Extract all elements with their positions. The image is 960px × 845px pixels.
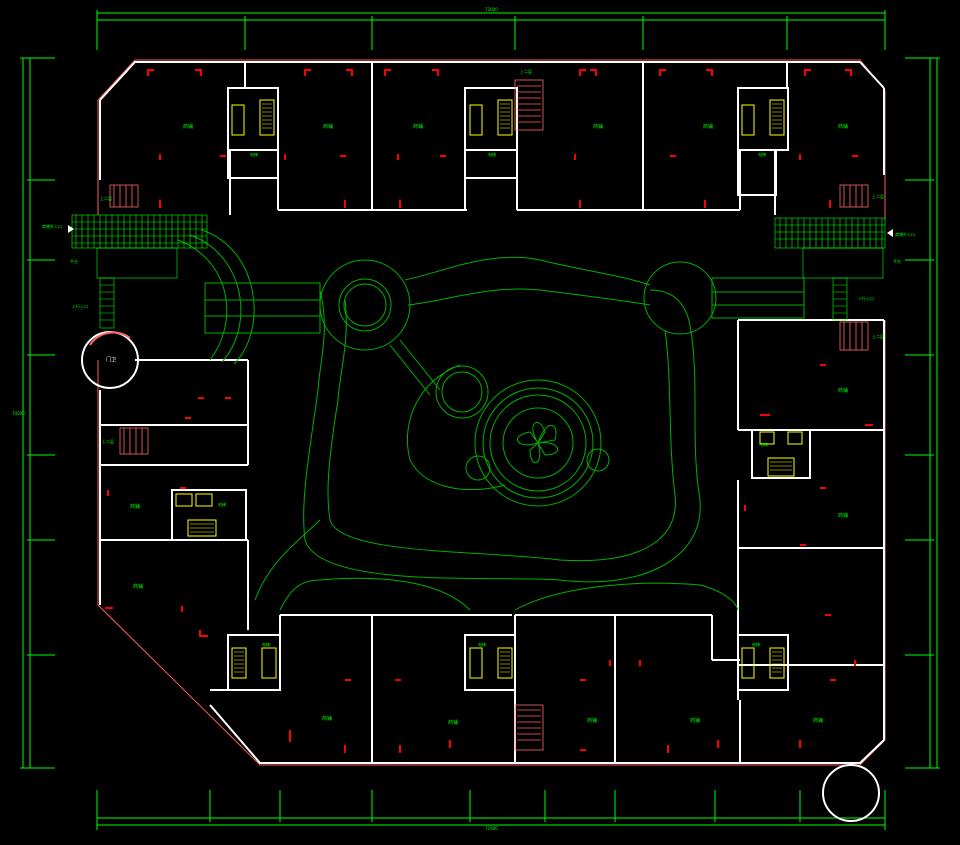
stair-cores: [175, 99, 803, 679]
shop-label-5: 商铺: [703, 123, 713, 130]
elevator-label-4: 电梯: [218, 501, 226, 507]
stair-up-label-left: 上二层: [100, 195, 112, 201]
shop-label-3: 商铺: [413, 123, 423, 130]
shop-label-2: 商铺: [323, 123, 333, 130]
stair-up-label-wing: 上二层: [102, 438, 114, 444]
plaza-label-left: 平台: [70, 258, 78, 264]
shop-label-12: 商铺: [448, 719, 458, 726]
shop-label-10: 商铺: [838, 512, 848, 519]
dimension-lines: [20, 10, 940, 830]
platforms: [71, 214, 886, 329]
building-outline: [97, 59, 886, 766]
shop-label-15: 商铺: [813, 717, 823, 724]
shop-label-9: 商铺: [838, 387, 848, 394]
labels: 商铺 商铺 商铺 商铺 商铺 商铺 商铺 商铺 商铺 商铺 商铺 商铺 商铺 商…: [42, 68, 915, 726]
entrance-label-left: 商铺外入口: [42, 223, 62, 229]
plaza-label-right: 平台: [893, 258, 901, 264]
arrow-right-icon: [887, 229, 893, 237]
stair-hatch: [190, 103, 792, 673]
left-dim-total: 70000: [12, 411, 25, 416]
shop-label-11: 商铺: [322, 715, 332, 722]
shop-label-7: 商铺: [130, 503, 140, 510]
top-dim-total: 72000: [485, 7, 498, 12]
elevator-label-3: 电梯: [758, 151, 766, 157]
column-markers: [105, 69, 873, 753]
shop-label-8: 商铺: [133, 583, 143, 590]
shop-label-13: 商铺: [587, 717, 597, 724]
side-label-right: 人行入口: [858, 295, 874, 301]
elevator-label-1: 电梯: [250, 151, 258, 157]
elevator-label-7: 电梯: [478, 641, 486, 647]
elevator-label-6: 电梯: [262, 641, 270, 647]
elevator-label-8: 电梯: [752, 641, 760, 647]
side-label-left: 人行入口: [72, 303, 88, 309]
entrance-label-right: 商铺外入口: [895, 231, 915, 237]
bottom-dim-total: 72000: [485, 826, 498, 831]
stair-up-label-right: 上二层: [872, 193, 884, 199]
stair-up-label-wing-right: 上二层: [872, 333, 884, 339]
shop-label-4: 商铺: [593, 123, 603, 130]
entrance-arrows: [68, 225, 893, 237]
landscape-layout: [177, 229, 805, 611]
shop-label-1: 商铺: [183, 123, 193, 130]
elevator-label-5: 电梯: [760, 441, 768, 447]
arrow-left-icon: [68, 225, 74, 233]
walls: [99, 61, 885, 764]
escalators: [109, 79, 869, 751]
stair-up-label-top: 上二层: [520, 68, 532, 74]
kiosk-label: 门卫: [106, 356, 116, 363]
shop-label-6: 商铺: [838, 123, 848, 130]
shop-label-14: 商铺: [690, 717, 700, 724]
elevator-label-2: 电梯: [488, 151, 496, 157]
kiosks: [81, 331, 880, 822]
